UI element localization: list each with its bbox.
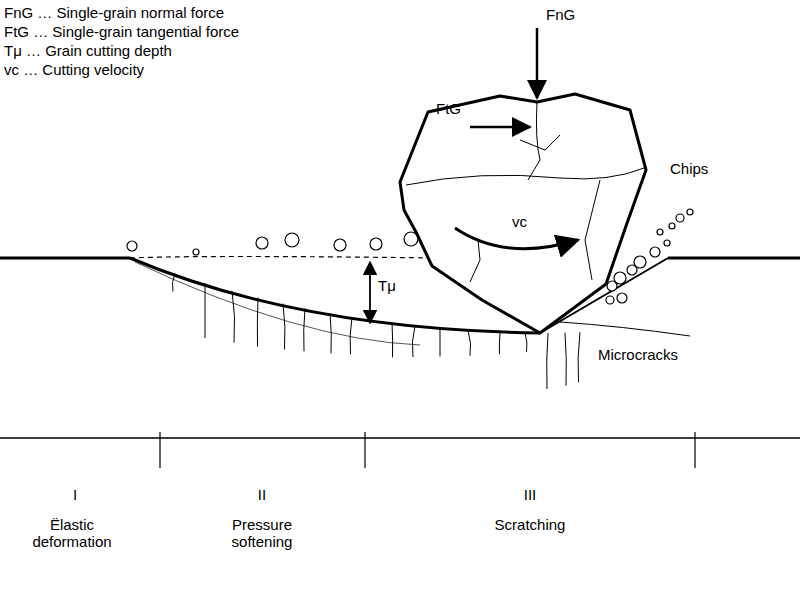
- zone-number: III: [510, 486, 550, 503]
- velocity-label: vc: [512, 213, 527, 230]
- depth-dimension: [369, 262, 371, 323]
- legend-note: vc … Cutting velocity: [4, 61, 144, 78]
- chips-label: Chips: [670, 160, 708, 177]
- zone-name: Scratching: [460, 516, 600, 533]
- force-label: FtG: [436, 100, 461, 117]
- legend-note: FnG … Single-grain normal force: [4, 4, 224, 21]
- microcracks: [172, 274, 690, 389]
- abrasive-grain: [400, 94, 646, 333]
- zone-name: Ëlastic deformation: [13, 516, 131, 551]
- legend-note: Tμ … Grain cutting depth: [4, 42, 172, 59]
- legend-note: FtG … Single-grain tangential force: [4, 23, 239, 40]
- zone-number: II: [242, 486, 282, 503]
- workpiece: [0, 257, 800, 439]
- zone-divider: [160, 432, 695, 468]
- zone-name: Pressure softening: [203, 516, 321, 551]
- force-arrow: [470, 28, 537, 127]
- microcracks-label: Microcracks: [598, 346, 678, 363]
- zone-number: I: [55, 486, 95, 503]
- force-label: FnG: [546, 6, 575, 23]
- depth-label: Tμ: [378, 277, 396, 294]
